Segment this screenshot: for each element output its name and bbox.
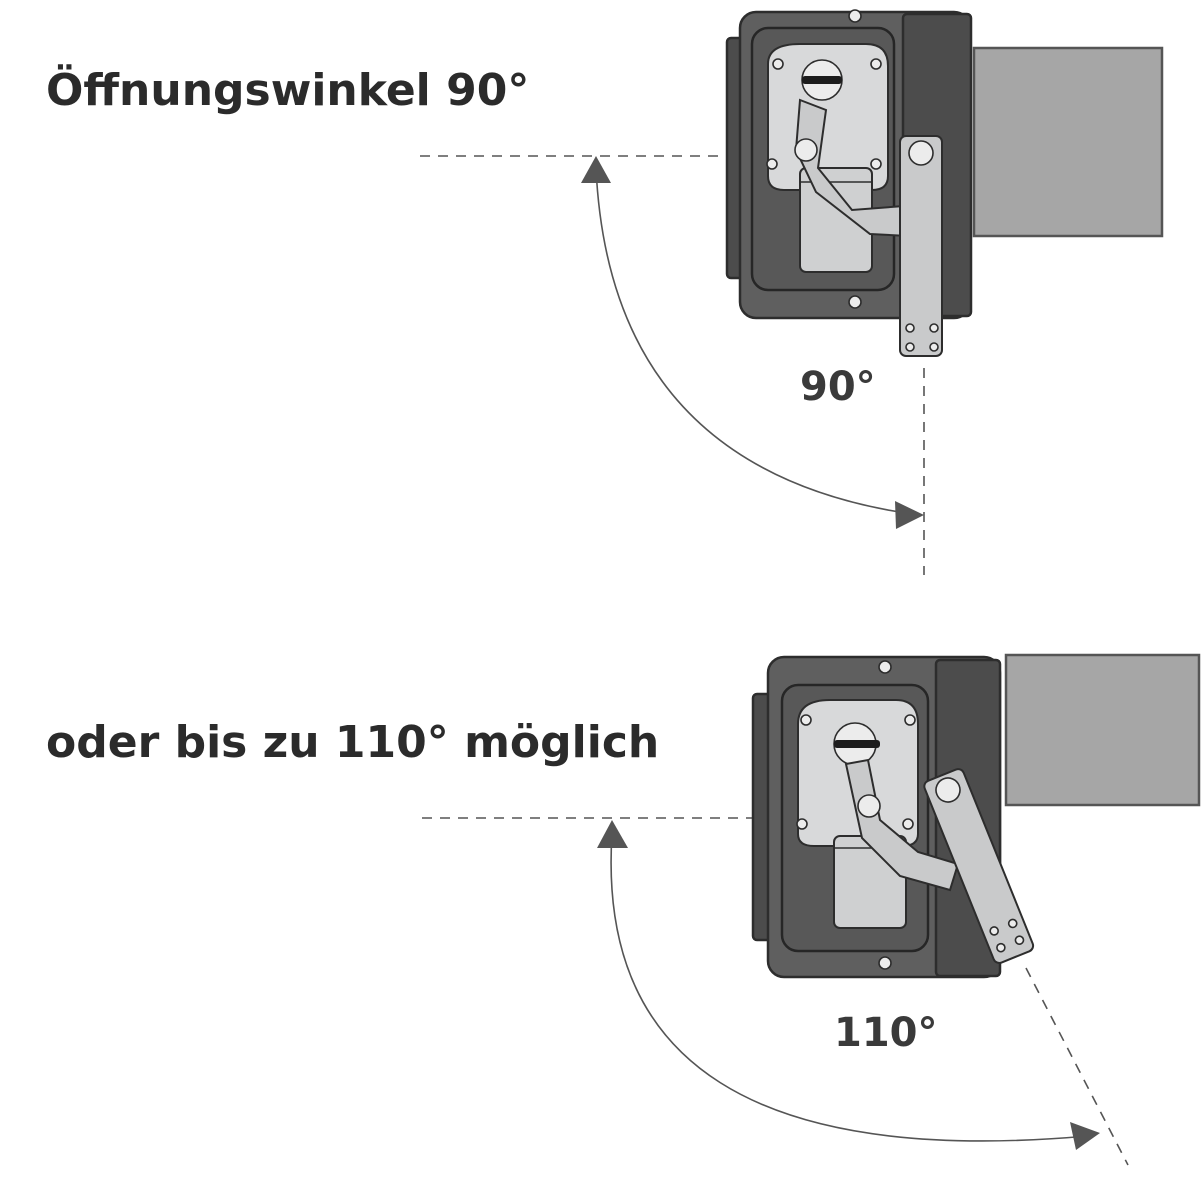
gate-opener-110-icon — [751, 655, 1035, 979]
arrowhead-icon — [581, 156, 611, 183]
arrowhead-icon — [895, 501, 924, 529]
title-bottom: oder bis zu 110° möglich — [46, 717, 659, 768]
title-top: Öffnungswinkel 90° — [46, 63, 529, 116]
angle-arc-icon — [610, 833, 1089, 1142]
arrowhead-icon — [597, 820, 628, 848]
panel-110: oder bis zu 110° möglich 110° — [46, 653, 1201, 1166]
reference-line-open — [1025, 967, 1129, 1166]
gate-opener-90-icon — [725, 9, 973, 357]
wall-post-icon — [1004, 653, 1201, 807]
wall-post-icon — [972, 46, 1164, 238]
angle-label-110: 110° — [834, 1010, 938, 1056]
panel-90: Öffnungswinkel 90° 90° — [46, 9, 1164, 575]
angle-arc-icon — [595, 167, 913, 515]
arrowhead-icon — [1070, 1122, 1100, 1150]
angle-label-90: 90° — [800, 364, 876, 410]
